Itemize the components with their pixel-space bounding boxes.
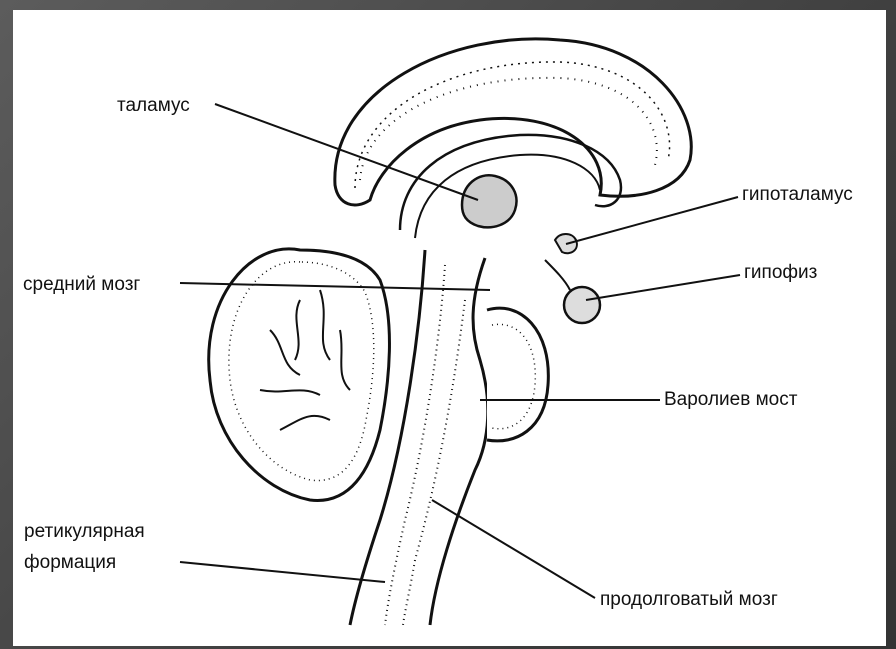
pointer-reticular xyxy=(180,562,385,582)
label-thalamus: таламус xyxy=(117,95,190,117)
label-hypothalamus: гипоталамус xyxy=(742,184,853,206)
label-pituitary: гипофиз xyxy=(744,262,817,284)
corpus-callosum xyxy=(335,39,691,205)
pons-shape xyxy=(487,308,548,441)
pointer-hypothalamus xyxy=(566,197,738,244)
thalamus-shape xyxy=(462,175,516,227)
label-midbrain: средний мозг xyxy=(23,274,140,296)
label-pons: Варолиев мост xyxy=(664,389,797,411)
pituitary-shape xyxy=(564,287,600,323)
label-medulla: продолговатый мозг xyxy=(600,589,778,611)
label-reticular-line1: ретикулярная xyxy=(24,521,145,543)
pointer-medulla xyxy=(432,500,595,598)
pointer-pituitary xyxy=(586,275,740,300)
label-reticular-line2: формация xyxy=(24,552,116,574)
